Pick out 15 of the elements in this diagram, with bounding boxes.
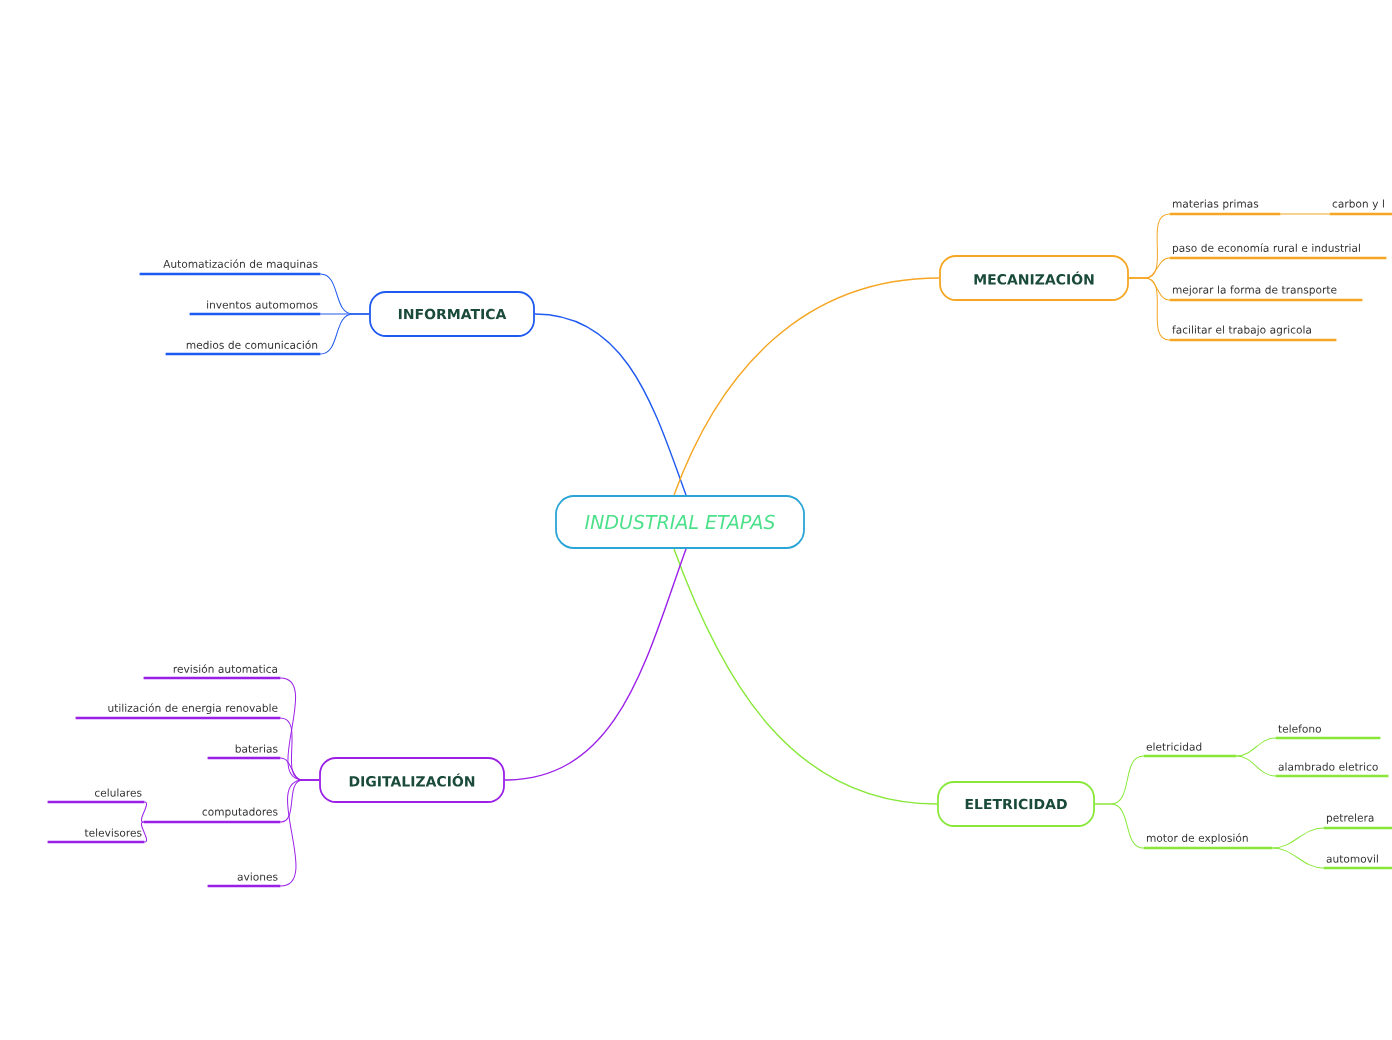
connector bbox=[673, 548, 938, 805]
connector bbox=[1271, 847, 1325, 869]
connector bbox=[1128, 277, 1171, 341]
connector bbox=[1279, 213, 1331, 215]
connector bbox=[673, 277, 940, 496]
connector bbox=[319, 313, 370, 355]
central-topic: INDUSTRIAL ETAPAS bbox=[555, 495, 805, 549]
connector bbox=[1271, 827, 1325, 849]
connector bbox=[1094, 803, 1145, 849]
connector bbox=[504, 548, 687, 781]
connector bbox=[534, 313, 687, 496]
connector bbox=[1235, 755, 1277, 777]
connector bbox=[141, 821, 147, 843]
connector bbox=[1235, 737, 1277, 757]
connector bbox=[141, 801, 147, 823]
